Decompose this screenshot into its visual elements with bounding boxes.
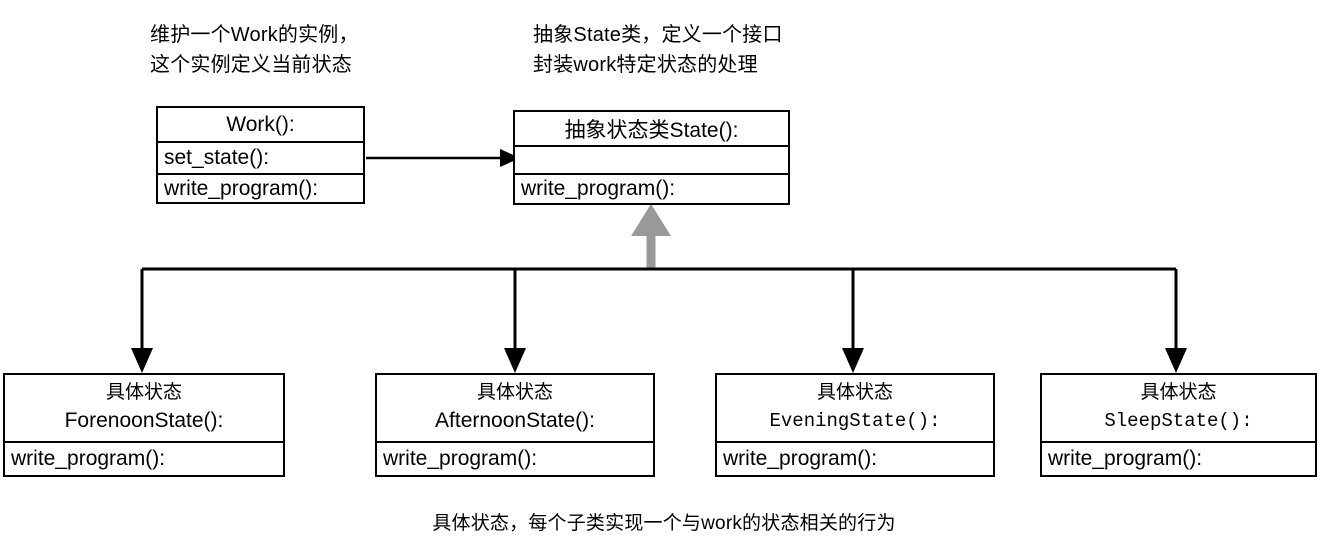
class-attributes-abstract-state-empty bbox=[515, 145, 788, 173]
class-name-abstract-state: 抽象状态类State(): bbox=[564, 118, 739, 142]
class-box-work[interactable]: Work(): set_state(): write_program(): bbox=[156, 106, 365, 204]
class-box-evening-state[interactable]: 具体状态 EveningState(): write_program(): bbox=[715, 373, 995, 477]
annotation-state-note: 抽象State类，定义一个接口 封装work特定状态的处理 bbox=[533, 24, 783, 76]
class-stereotype-evening-state: 具体状态 bbox=[816, 382, 893, 403]
class-name-forenoon-state: ForenoonState(): bbox=[64, 409, 224, 432]
class-stereotype-forenoon-state: 具体状态 bbox=[105, 382, 182, 403]
class-box-abstract-state[interactable]: 抽象状态类State(): write_program(): bbox=[513, 110, 790, 205]
class-name-work: Work(): bbox=[226, 112, 295, 136]
class-operation-work-write-program: write_program(): bbox=[158, 173, 363, 202]
generalization-drop-2 bbox=[842, 269, 864, 373]
class-operation-evening-state-write-program: write_program(): bbox=[717, 441, 993, 475]
class-name-afternoon-state: AfternoonState(): bbox=[435, 409, 595, 432]
generalization-drop-0 bbox=[131, 269, 153, 373]
class-name-sleep-state: SleepState(): bbox=[1104, 410, 1253, 432]
class-box-sleep-state[interactable]: 具体状态 SleepState(): write_program(): bbox=[1040, 373, 1317, 477]
class-attribute-work-set-state: set_state(): bbox=[158, 141, 363, 173]
class-header-sleep-state: 具体状态 SleepState(): bbox=[1042, 375, 1315, 441]
class-box-forenoon-state[interactable]: 具体状态 ForenoonState(): write_program(): bbox=[3, 373, 285, 477]
class-operation-afternoon-state-write-program: write_program(): bbox=[377, 441, 653, 475]
generalization-drop-1 bbox=[504, 269, 526, 373]
generalization-bus bbox=[131, 267, 1187, 373]
class-stereotype-sleep-state: 具体状态 bbox=[1140, 382, 1217, 403]
inheritance-arrow-to-state bbox=[631, 204, 671, 269]
class-operation-sleep-state-write-program: write_program(): bbox=[1042, 441, 1315, 475]
class-header-evening-state: 具体状态 EveningState(): bbox=[717, 375, 993, 441]
association-arrow-work-to-state bbox=[366, 149, 520, 167]
class-header-forenoon-state: 具体状态 ForenoonState(): bbox=[5, 375, 283, 441]
class-header-afternoon-state: 具体状态 AfternoonState(): bbox=[377, 375, 653, 441]
class-operation-abstract-state-write-program: write_program(): bbox=[515, 173, 788, 203]
diagram-caption: 具体状态，每个子类实现一个与work的状态相关的行为 bbox=[432, 513, 896, 534]
class-box-afternoon-state[interactable]: 具体状态 AfternoonState(): write_program(): bbox=[375, 373, 655, 477]
class-name-evening-state: EveningState(): bbox=[769, 410, 941, 432]
annotation-work-note: 维护一个Work的实例， 这个实例定义当前状态 bbox=[150, 24, 359, 76]
generalization-drop-3 bbox=[1165, 269, 1187, 373]
class-operation-forenoon-state-write-program: write_program(): bbox=[5, 441, 283, 475]
class-stereotype-afternoon-state: 具体状态 bbox=[476, 382, 553, 403]
